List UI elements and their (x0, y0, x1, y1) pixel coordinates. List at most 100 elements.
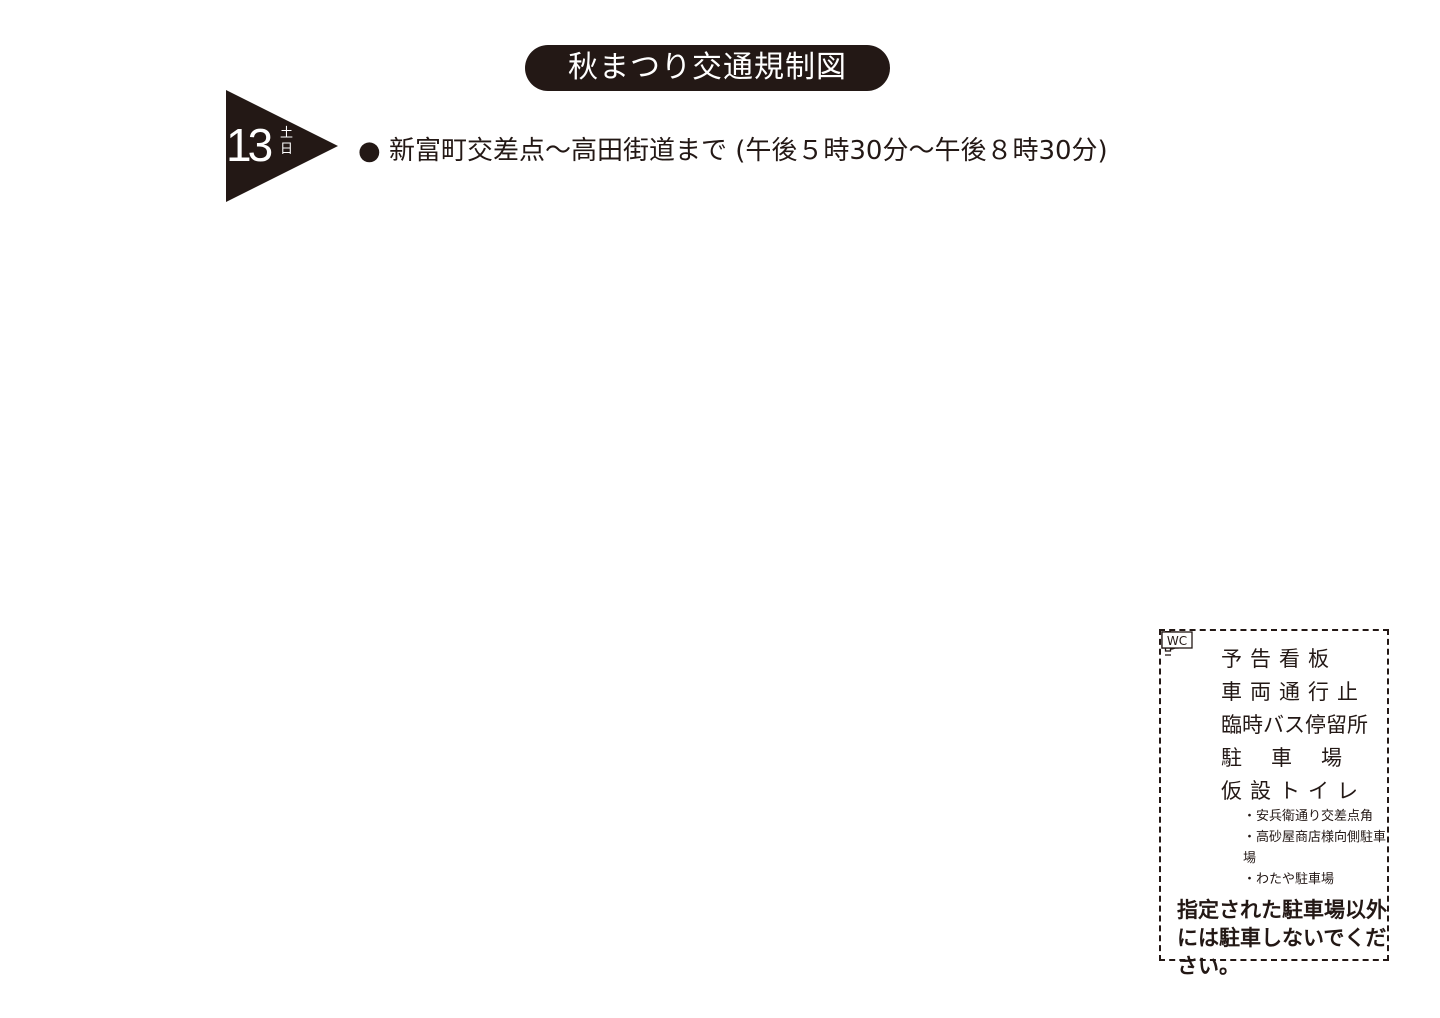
city-blocks (81, 246, 1321, 990)
svg-text:南 幹 線 道 路: 南 幹 線 道 路 (770, 802, 858, 819)
jr-station-label: J R 坂 下 駅 (608, 956, 683, 972)
wc-icon (306, 519, 338, 539)
north-arrow: N (1315, 360, 1337, 450)
svg-text:坂下中: 坂下中 (97, 320, 113, 362)
svg-text:セブンイレブン: セブンイレブン (1055, 828, 1071, 926)
svg-text:八二醸造: 八二醸造 (794, 476, 810, 533)
svg-text:JA会津よつば: JA会津よつば (501, 432, 585, 448)
svg-text:P: P (672, 672, 680, 688)
shrine-icon: ⛩ (153, 592, 171, 609)
svg-text:至若松: 至若松 (1352, 488, 1394, 504)
no-entry-icon (553, 622, 573, 642)
svg-text:至喜多方: 至喜多方 (929, 300, 945, 357)
no-entry-icon (153, 295, 173, 315)
no-entry-icon (281, 470, 301, 490)
notice-board-icon (952, 380, 972, 400)
parking-icon (663, 664, 689, 690)
no-entry-icon (471, 470, 491, 490)
svg-text:しんくみ: しんくみ (673, 572, 689, 628)
svg-text:JA会津: JA会津 (695, 664, 729, 677)
svg-text:あいづ: あいづ (689, 572, 705, 614)
svg-text:大東銀行: 大東銀行 (412, 572, 428, 629)
notice-board-icon (1102, 518, 1122, 538)
svg-text:消防署: 消防署 (339, 283, 355, 325)
svg-text:台ノ下: 台ノ下 (1211, 425, 1256, 453)
notice-board-icon (503, 302, 523, 322)
svg-text:警察署前: 警察署前 (436, 250, 493, 273)
no-entry-icon (957, 622, 977, 642)
event-weekday: 土日 (280, 126, 294, 157)
svg-text:郵便局: 郵便局 (497, 779, 539, 795)
svg-text:WC: WC (1053, 505, 1069, 529)
notice-board-icon (107, 778, 127, 798)
notice-board-icon (953, 318, 973, 338)
svg-text:商工会館: 商工会館 (583, 670, 599, 726)
notice-board-icon (447, 690, 467, 710)
svg-text:南分庁舎: 南分庁舎 (640, 572, 656, 628)
svg-text:タクシー: タクシー (495, 572, 511, 628)
svg-text:WC: WC (313, 524, 332, 537)
svg-text:幸楽苑: 幸楽苑 (558, 269, 600, 285)
svg-text:(臨時): (臨時) (560, 252, 599, 268)
svg-text:卍: 卍 (383, 432, 397, 448)
no-entry-icon (298, 622, 318, 642)
svg-text:P: P (616, 711, 624, 727)
svg-text:GS: GS (446, 291, 466, 307)
notice-board-icon (655, 822, 675, 842)
temp-bus-stop-markers (209, 210, 1211, 474)
svg-text:東邦銀行: 東邦銀行 (502, 393, 558, 409)
legend-temp-bus-stop: 臨時バス停留所 (1163, 631, 1387, 740)
toilet-markers: WC WC WC (306, 499, 1075, 539)
svg-text:センター: センター (710, 712, 754, 725)
svg-text:坂下古町: 坂下古町 (796, 310, 854, 335)
legend-box: 予 予告看板 車両通行止 臨時バス停留所 P 駐 車 場 WC 仮設トイレ ・安… (1159, 629, 1389, 978)
no-entry-icon (1012, 655, 1032, 675)
svg-text:健康管理: 健康管理 (710, 701, 754, 715)
svg-text:至北会津: 至北会津 (1095, 801, 1151, 817)
svg-text:生協: 生協 (532, 323, 560, 339)
svg-text:諏訪神社: 諏訪神社 (138, 526, 194, 542)
no-entry-icon (657, 622, 677, 642)
svg-text:安兵衛通り: 安兵衛通り (473, 330, 489, 400)
svg-text:WC: WC (1167, 634, 1187, 648)
parking-markers: P P P P (537, 664, 705, 852)
svg-text:(臨時): (臨時) (240, 213, 279, 229)
svg-text:プリティー: プリティー (1154, 491, 1223, 507)
svg-text:広木酒造: 広木酒造 (938, 572, 954, 629)
no-entry-icon (197, 562, 217, 582)
svg-text:国分: 国分 (452, 572, 468, 601)
legend-no-entry: 車両通行止 (1162, 632, 1387, 707)
notice-board-icon (1102, 568, 1122, 588)
no-entry-icon (156, 340, 176, 360)
svg-text:GS: GS (898, 370, 918, 386)
svg-text:とくいち前: とくいち前 (222, 230, 293, 254)
svg-text:WC: WC (501, 524, 520, 537)
svg-text:小学校: 小学校 (532, 895, 574, 912)
wc-icon (494, 519, 526, 539)
notice-board-icon (395, 240, 415, 260)
legend-temp-toilet: WC 仮設トイレ (1161, 631, 1387, 806)
map-title: 秋まつり交通規制図 (525, 45, 890, 91)
svg-text:警察署: 警察署 (418, 290, 434, 332)
svg-text:N: N (1318, 360, 1328, 376)
notice-board-icon (980, 822, 1000, 842)
svg-text:町役場: 町役場 (642, 488, 658, 530)
no-entry-icon (826, 622, 846, 642)
no-entry-icon (927, 470, 947, 490)
svg-text:台ノ宮公園: 台ノ宮公園 (1160, 582, 1230, 598)
notice-board-icon (937, 778, 957, 798)
no-entry-icon (770, 622, 790, 642)
svg-text:会津バス: 会津バス (100, 214, 157, 236)
notice-board-icon (447, 778, 467, 798)
notice-board-icon (601, 266, 621, 286)
svg-text:金庫: 金庫 (586, 476, 602, 504)
bus-stop-icon (422, 236, 432, 262)
svg-text:(臨時): (臨時) (1215, 409, 1257, 436)
no-entry-icon (622, 470, 642, 490)
svg-text:ローソン: ローソン (91, 250, 107, 306)
svg-text:中央公民館: 中央公民館 (664, 754, 734, 771)
svg-text:タクシー: タクシー (596, 572, 612, 628)
svg-text:栗村稲荷神社: 栗村稲荷神社 (138, 558, 196, 574)
notice-board-icon (188, 262, 208, 282)
parking-icon (679, 702, 705, 728)
